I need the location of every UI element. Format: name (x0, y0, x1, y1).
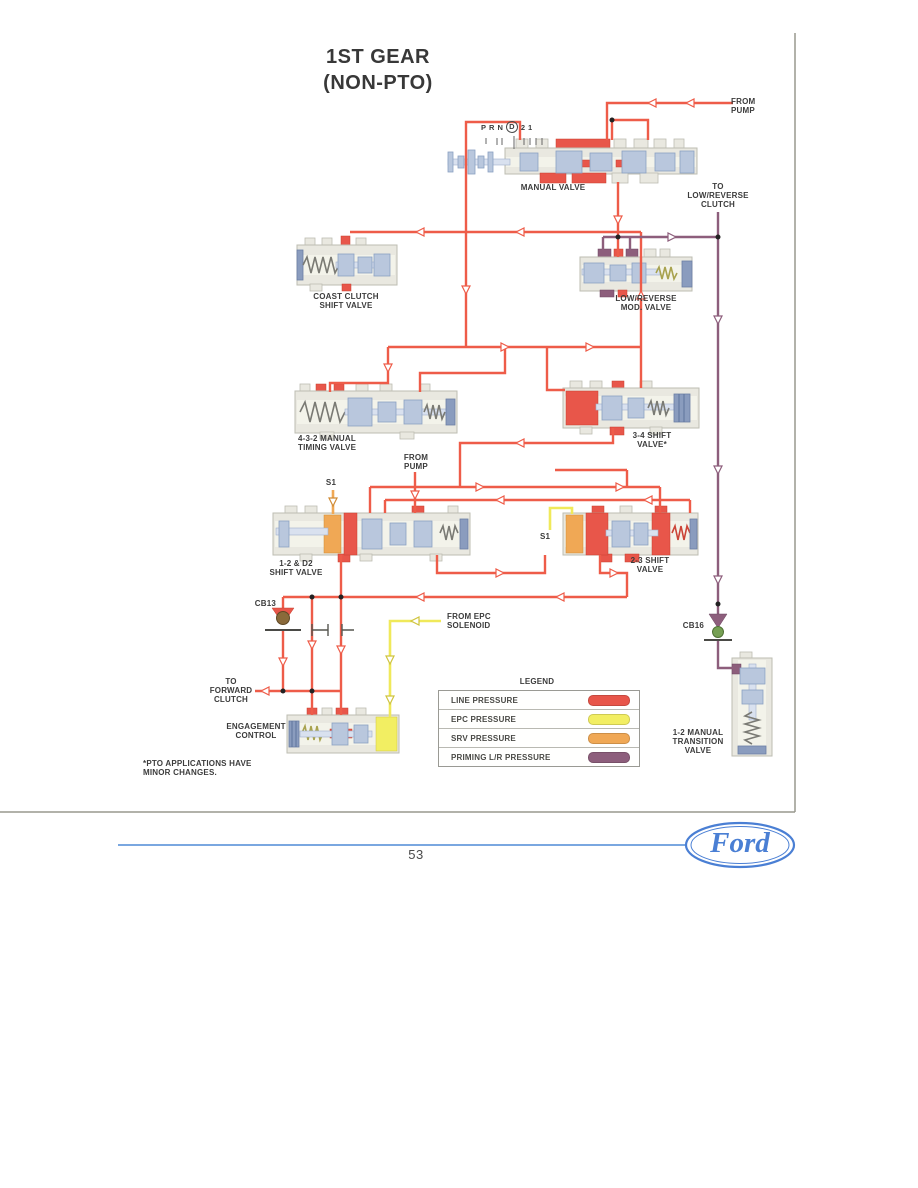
gear-selector-ticks (485, 136, 543, 149)
footnote: *PTO APPLICATIONS HAVE MINOR CHANGES. (143, 759, 252, 777)
legend-row-line-pressure: LINE PRESSURE (439, 691, 639, 709)
gear-pos-d-selected: D (505, 121, 518, 133)
low-reverse-mod-valve-graphic (579, 248, 693, 298)
gear-pos-p: P (481, 122, 487, 132)
legend-title: LEGEND (519, 677, 555, 686)
label-shift-valve-2-3: 2-3 SHIFT VALVE (630, 556, 670, 574)
legend-row-priming-lr-pressure: PRIMING L/R PRESSURE (439, 747, 639, 766)
gear-pos-n: N (497, 122, 503, 132)
ford-logo-text: Ford (710, 827, 770, 859)
junction-dots (280, 117, 721, 694)
coast-clutch-shift-valve-graphic (296, 235, 398, 292)
legend-label: LINE PRESSURE (451, 695, 519, 705)
label-shift-valve-1-2: 1-2 & D2 SHIFT VALVE (269, 559, 323, 577)
legend-swatch-priming-lr-pressure (588, 751, 630, 763)
legend-row-epc-pressure: EPC PRESSURE (439, 709, 639, 728)
label-transition-valve-1-2: 1-2 MANUAL TRANSITION VALVE (672, 728, 724, 755)
check-ball-cb16 (704, 613, 732, 641)
legend-row-srv-pressure: SRV PRESSURE (439, 728, 639, 747)
shift-valve-3-4-graphic (562, 380, 700, 436)
gear-pos-1: 1 (528, 122, 533, 132)
label-s1-right: S1 (540, 532, 551, 541)
label-manual-timing-valve: 4-3-2 MANUAL TIMING VALVE (298, 434, 357, 452)
label-shift-valve-3-4: 3-4 SHIFT VALVE* (632, 431, 672, 449)
manual-timing-valve-graphic (294, 383, 458, 440)
label-low-reverse-mod-valve: LOW/REVERSE MOD. VALVE (615, 294, 677, 312)
label-from-pump-top: FROM PUMP (731, 97, 756, 115)
label-engagement-control: ENGAGEMENT CONTROL (226, 722, 286, 740)
gear-selector: P R N D 2 1 (481, 121, 532, 133)
check-ball-cb13 (265, 607, 354, 636)
gear-pos-2: 2 (520, 122, 526, 132)
legend-label: EPC PRESSURE (451, 714, 517, 724)
engagement-control-graphic (286, 707, 400, 754)
label-cb16: CB16 (682, 621, 704, 630)
transition-valve-1-2-graphic (731, 651, 773, 757)
label-s1-left: S1 (325, 478, 337, 487)
page-border-lines (0, 33, 796, 813)
label-from-pump-mid: FROM PUMP (403, 453, 429, 471)
ford-logo-oval (684, 821, 796, 869)
manual-valve-graphic (447, 138, 698, 184)
legend-swatch-epc-pressure (588, 713, 630, 725)
legend-swatch-srv-pressure (588, 732, 630, 744)
label-to-forward-clutch: TO FORWARD CLUTCH (209, 677, 253, 704)
label-coast-clutch-shift-valve: COAST CLUTCH SHIFT VALVE (313, 292, 379, 310)
label-manual-valve: MANUAL VALVE (520, 183, 586, 192)
legend-box: LINE PRESSURE EPC PRESSURE SRV PRESSURE … (438, 690, 640, 767)
shift-valve-2-3-graphic (562, 505, 699, 563)
label-cb13: CB13 (254, 599, 276, 608)
epc-pressure-lines (388, 506, 574, 717)
legend-label: SRV PRESSURE (451, 733, 516, 743)
gear-pos-r: R (489, 122, 495, 132)
page-title: 1ST GEAR (NON-PTO) (323, 46, 433, 94)
priming-lr-pressure-lines (601, 212, 733, 670)
legend-swatch-line-pressure (588, 694, 630, 706)
label-to-low-reverse-clutch: TO LOW/REVERSE CLUTCH (687, 182, 749, 209)
page-number: 53 (408, 847, 424, 862)
shift-valve-1-2-d2-graphic (272, 505, 471, 563)
legend-label: PRIMING L/R PRESSURE (451, 752, 551, 762)
label-from-epc-solenoid: FROM EPC SOLENOID (447, 612, 491, 630)
